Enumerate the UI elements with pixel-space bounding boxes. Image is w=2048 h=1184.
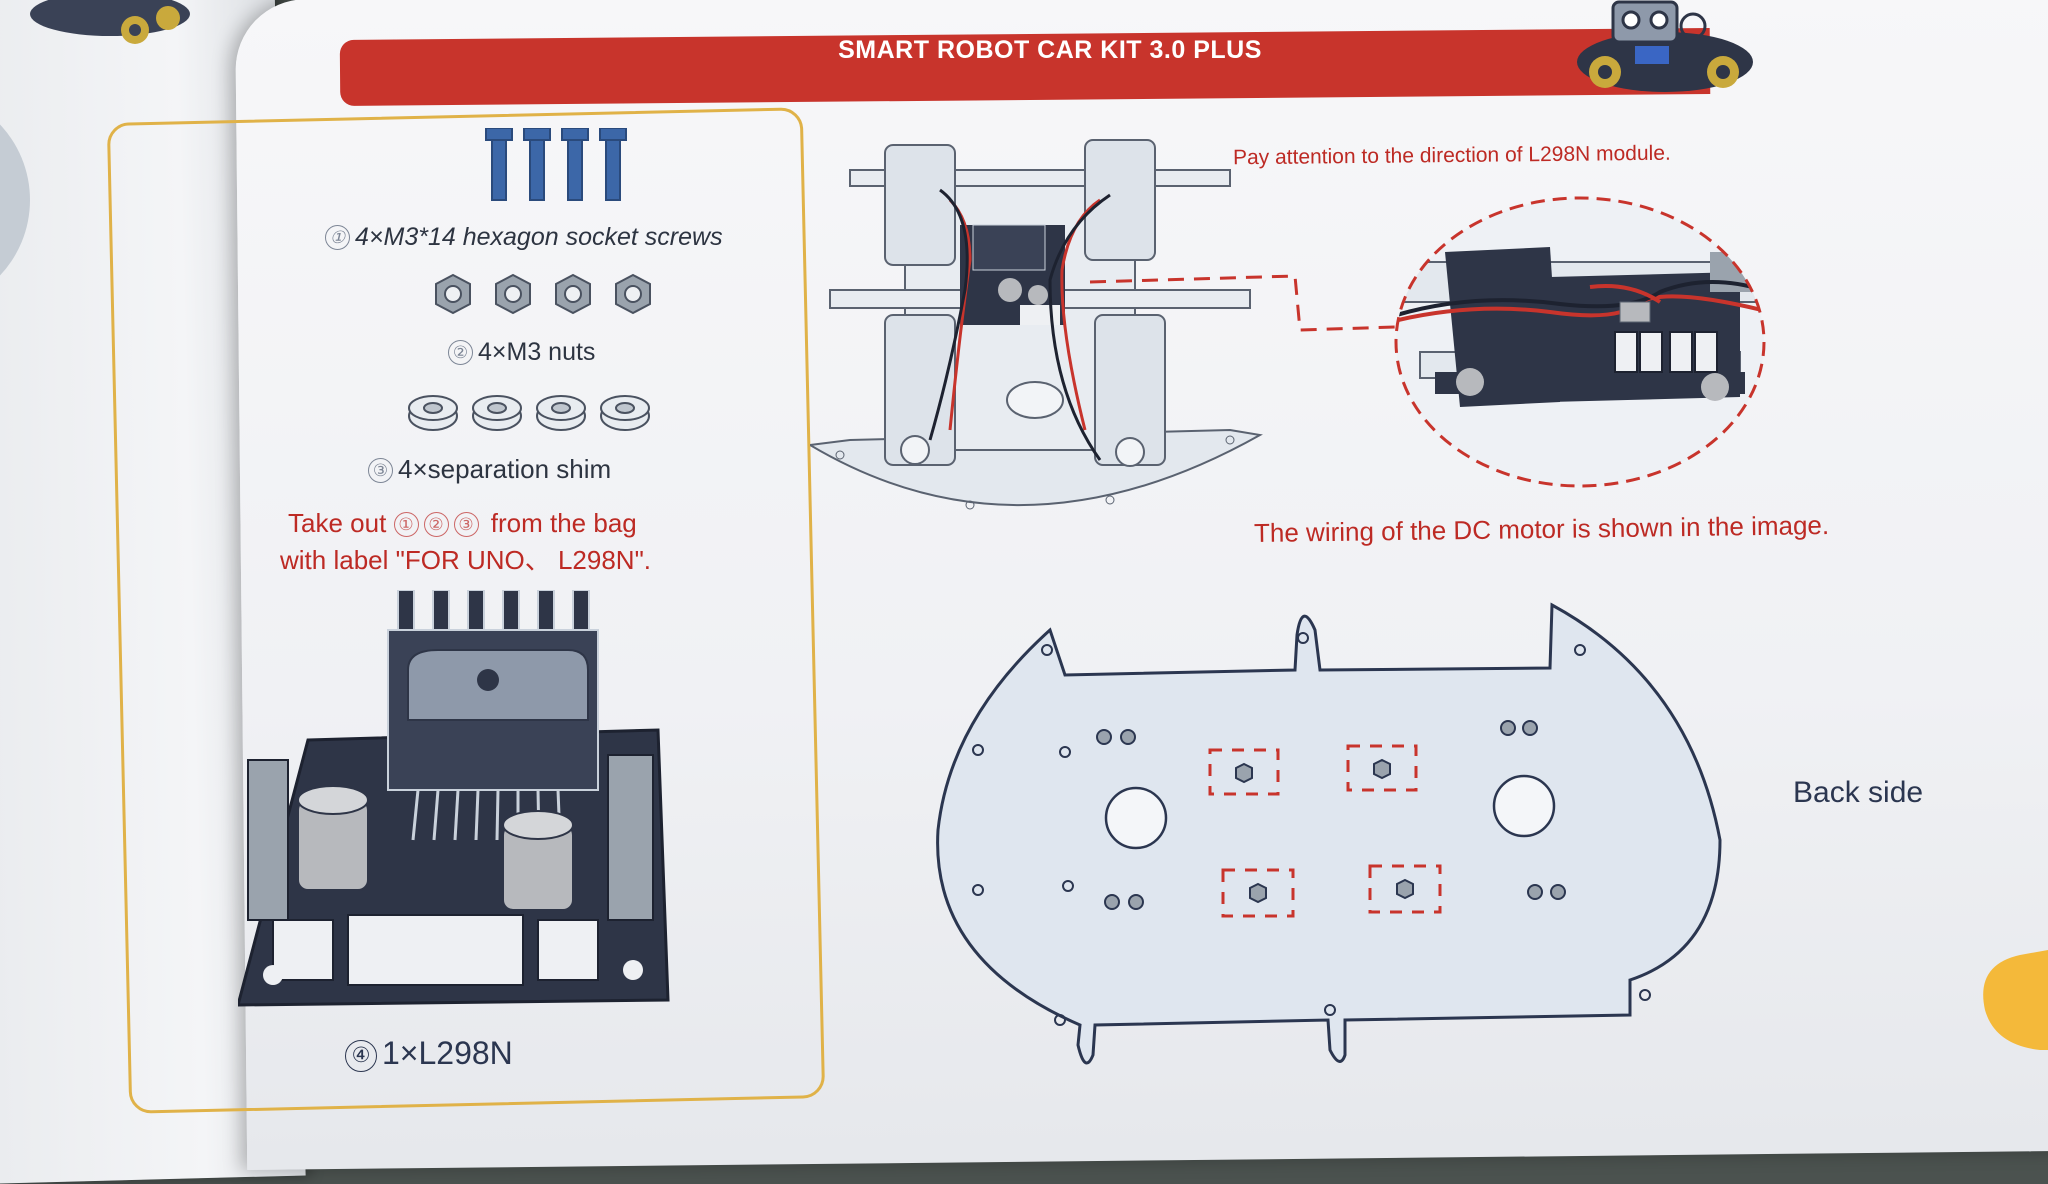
instruction-line-2: with label "FOR UNO、 L298N".: [280, 545, 652, 575]
left-page-circle: [0, 124, 30, 276]
shim-icon: [600, 395, 650, 431]
shims-illustration: [408, 395, 650, 431]
part-1-number: ①: [325, 225, 350, 250]
direction-note: Pay attention to the direction of L298N …: [1232, 141, 1671, 170]
car-chassis-illustration: [810, 139, 1263, 510]
zoom-callout-circle: [1394, 196, 1766, 488]
robot-car-thumbnail: [30, 0, 190, 44]
hex-nut-icon: [435, 273, 471, 315]
hex-nut-icon: [615, 273, 651, 315]
back-plate-illustration: [936, 602, 1722, 1065]
screws-illustration: [485, 128, 627, 201]
screw-icon: [599, 128, 627, 201]
callout-connector: [1089, 274, 1396, 332]
part-4-number: ④: [345, 1040, 377, 1072]
part-3-number: ③: [368, 458, 393, 483]
screw-icon: [485, 128, 513, 201]
hex-nut-icon: [555, 273, 591, 315]
screw-icon: [561, 128, 589, 201]
banner-title: SMART ROBOT CAR KIT 3.0 PLUS: [838, 36, 1262, 64]
nuts-illustration: [435, 273, 651, 315]
shim-icon: [408, 395, 458, 431]
back-side-label: Back side: [1793, 776, 1924, 809]
speech-bubble-corner: [1983, 950, 2048, 1050]
part-2-number: ②: [448, 340, 473, 365]
l298n-module-illustration: [238, 590, 670, 1007]
screw-icon: [523, 128, 551, 201]
shim-icon: [536, 395, 586, 431]
hex-nut-icon: [495, 273, 531, 315]
shim-icon: [472, 395, 522, 431]
robot-mascot-icon: [1577, 0, 1753, 92]
